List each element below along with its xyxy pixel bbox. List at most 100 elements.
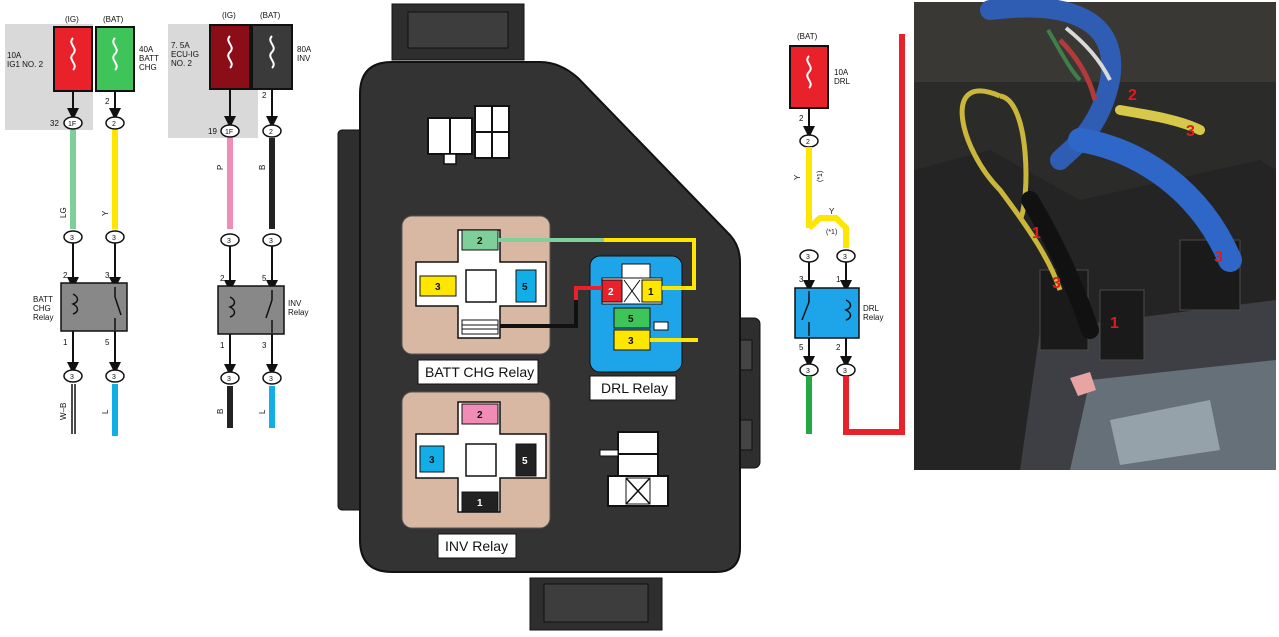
drl-relay-coil-icon [844,299,852,321]
conn-2-b-label: 2 [269,129,273,136]
wire-y-label: Y [101,210,110,216]
mid-conn-1: 3 [70,235,74,242]
wire-b2-label: B [216,409,225,414]
batt-chg-relay-label: BATT CHG Relay [425,364,534,380]
connector-2-b [262,124,282,138]
photo-label-1-bottom: 1 [1110,315,1119,332]
drl-socket-pin-2: 2 [608,287,614,298]
conn-1f-a-label: 1F [68,121,76,128]
photo-tag [1070,372,1096,396]
drl-relay-socket: 2 1 5 3 [589,255,683,373]
fuse-inv-name: INV [297,54,311,63]
fuse-ecu-name2: NO. 2 [171,59,192,68]
fuse-inv-rating: 80A [297,45,312,54]
batt-relay-pin-tr: 3 [105,271,110,280]
inv-relay-label: INV Relay [445,538,508,554]
connector-1f-a [63,116,83,130]
fuse-ecu [209,24,251,90]
fuse-ig1-name: IG1 NO. 2 [7,60,44,69]
drl-relay-pin-bl: 5 [799,343,804,352]
wire-lg-label: LG [59,207,68,218]
drl-fuse [789,45,829,109]
inv-relay-pin-br: 3 [262,341,267,350]
drl-relay-pin-br: 2 [836,343,841,352]
fuse-batt-name1: BATT [139,54,159,63]
bottom-socket [599,431,669,507]
box-wire-red [574,286,602,300]
batt-socket-pin-3: 3 [435,282,441,293]
top-socket [427,105,510,165]
fuse-ecu-rating: 7. 5A [171,41,190,50]
drl-fuse-rating: 10A [834,68,849,77]
drl-socket-pin-1: 1 [648,287,654,298]
inv-relay-symbol [217,285,285,335]
conn-1f-b-pin: 19 [208,127,217,136]
pin-label-2-inv: 2 [262,91,267,100]
drl-relay-pin-tl: 3 [799,275,804,284]
photo-wire-black [1021,191,1099,339]
batt-chg-relay-symbol [60,282,128,332]
batt-relay-name2: CHG [33,304,51,313]
box-wire-yellow-top [604,238,696,290]
drl-wire-yellow-branch [806,215,849,248]
batt-relay-pin-bl: 1 [63,338,68,347]
batt-socket-pin-2: 2 [477,236,483,247]
fuse-ecu-name1: ECU-IG [171,50,199,59]
photo-wire-red [1058,38,1098,101]
batt-relay-pin-br: 5 [105,338,110,347]
fuse-box: 2 3 5 1 BATT CHG Relay 2 3 5 [337,3,761,631]
photo-wire-green [1046,28,1082,82]
mid-conn-3: 3 [227,238,231,245]
wire-wb-label: W–B [59,403,68,420]
connector-2-a [105,116,125,130]
drl-fuse-name: DRL [834,77,851,86]
fuse-batt-name2: CHG [139,63,157,72]
drl-relay-symbol [794,287,860,339]
bot-conn-3: 3 [227,376,231,383]
drl-note1: (*1) [817,171,824,182]
wire-l2-label: L [258,409,267,414]
drl-conn-mid-2-label: 3 [843,254,847,261]
inv-socket-pin-1: 1 [477,498,483,509]
conn-2-a-label: 2 [112,121,116,128]
drl-conn-top-label: 2 [806,139,810,146]
fuse-batt [95,26,135,92]
drl-conn-bot-2-label: 3 [843,368,847,375]
bot-conn-1: 3 [70,374,74,381]
photo-wire-yellow-1 [959,88,1063,291]
bot-conn-2: 3 [112,374,116,381]
photo-wire-yellow-2 [1115,105,1205,135]
inv-relay-name2: Relay [288,308,308,317]
drl-socket-pin-3: 3 [628,336,634,347]
drl-relay-label: DRL Relay [601,380,668,396]
batt-socket-pin-5: 5 [522,282,528,293]
relay-coil-icon-2 [228,296,236,318]
batt-relay-name3: Relay [33,313,53,322]
bot-conn-4: 3 [269,376,273,383]
drl-wire-red [843,34,905,435]
right-schematic: (BAT) 10A DRL 2 2 Y (*1) Y (*1) 3 3 3 1 … [789,32,905,435]
bottom-connectors: 3 3 3 3 [63,369,282,385]
drl-conn-mid-1-label: 3 [806,254,810,261]
batt-relay-pin-tl: 2 [63,271,68,280]
fuse-ig1-rating: 10A [7,51,22,60]
drl-relay-name2: Relay [863,313,883,322]
batt-chg-relay-socket: 2 3 5 1 [401,215,551,355]
pin-label-2-batt: 2 [105,97,110,106]
photo-label-3-right: 3 [1214,249,1223,266]
inv-socket-pin-3: 3 [429,455,435,466]
inv-relay-pin-bl: 1 [220,341,225,350]
fuse-inv-source: (BAT) [260,11,281,20]
drl-relay-name1: DRL [863,304,880,313]
photo-wire-white [1064,26,1112,81]
photo-wire-blue-2 [1068,128,1242,272]
photo-label-3-left: 3 [1052,275,1061,292]
inv-label-box: INV Relay [437,533,517,559]
wiring-photo: 2 3 1 3 3 1 [914,0,1276,470]
inv-relay-socket: 2 3 5 1 [401,391,551,529]
left-schematic: (IG) (BAT) (IG) (BAT) 10A IG1 NO. 2 40A … [5,11,312,436]
drl-conn-bot-1-label: 3 [806,368,810,375]
drl-wire-y1: Y [793,174,802,180]
relay-coil-icon [71,293,79,315]
